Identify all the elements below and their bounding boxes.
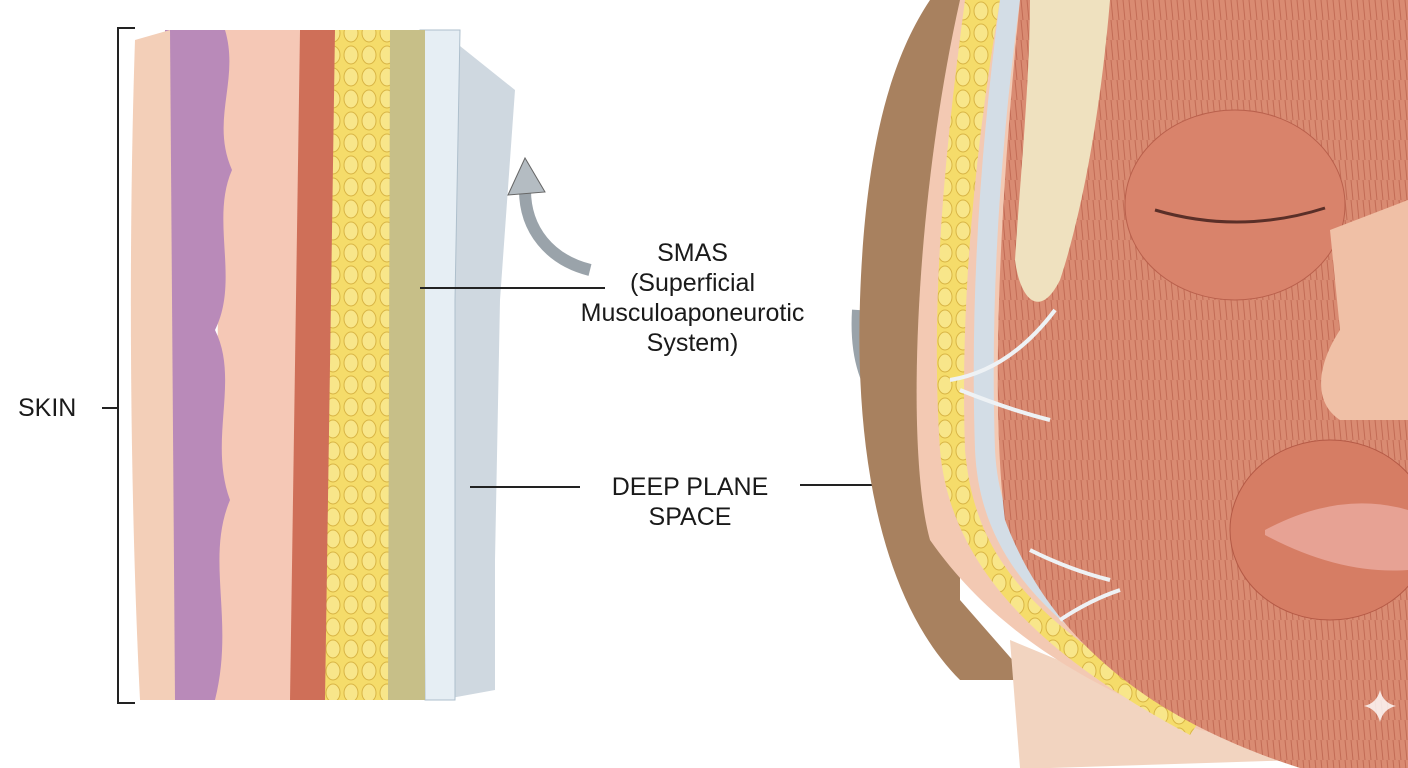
smas-line-3: System) <box>646 329 739 357</box>
sparkle-watermark-icon <box>1364 690 1396 722</box>
face-deep-plane <box>973 0 1200 712</box>
fat-layer <box>322 30 390 700</box>
deep-plane-line-1: DEEP PLANE <box>611 473 769 501</box>
epidermis-layer <box>165 30 232 700</box>
olive-layer <box>385 30 425 700</box>
outer-skin-layer <box>130 30 175 700</box>
smas-line-2: Musculoaponeurotic <box>580 299 805 327</box>
face-fat-layer <box>936 0 1200 735</box>
lips <box>1265 503 1408 571</box>
smas-line-1: (Superficial <box>629 269 756 297</box>
closed-eye <box>1154 206 1326 224</box>
skin-bracket <box>102 27 135 704</box>
face-illustration <box>859 0 1408 768</box>
skin-label: SKIN <box>18 394 77 422</box>
smas-label: SMAS (Superficial Musculoaponeurotic Sys… <box>565 238 820 358</box>
lift-arrow-up-icon <box>519 189 592 276</box>
nose <box>1321 200 1408 420</box>
smas-title: SMAS <box>657 239 728 267</box>
bone <box>1015 0 1110 302</box>
arrowhead-up-icon <box>507 156 546 196</box>
dermis-layer <box>215 30 300 700</box>
retaining-ligaments <box>949 308 1121 622</box>
fascia-layer <box>419 29 461 701</box>
skin-cross-section <box>130 29 515 701</box>
orbicularis-oculi <box>1124 109 1346 301</box>
deep-plane-layer <box>440 30 515 700</box>
deep-plane-label: DEEP PLANE SPACE <box>585 472 795 532</box>
deep-plane-line-2: SPACE <box>648 503 732 531</box>
